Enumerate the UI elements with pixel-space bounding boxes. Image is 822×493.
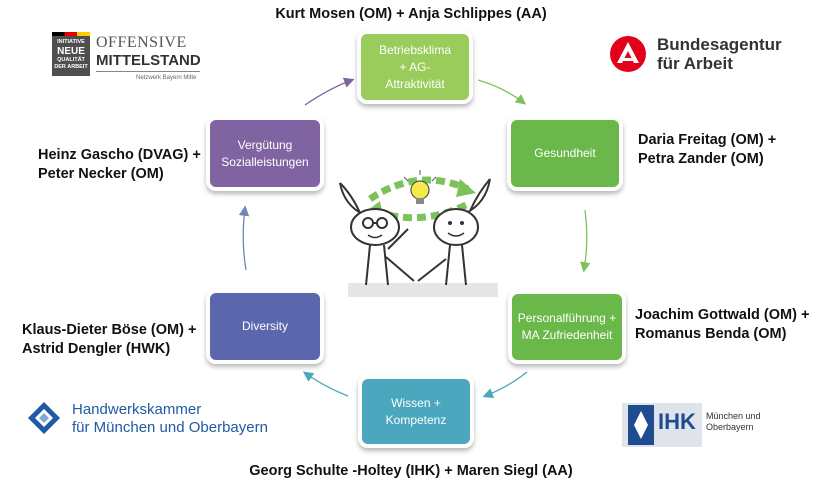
people-right-bottom: Joachim Gottwald (OM) + Romanus Benda (O… [635,306,809,344]
diagram-footer: Georg Schulte -Holtey (IHK) + Maren Sieg… [249,463,573,479]
people-left-bottom-line1: Klaus-Dieter Böse (OM) + [22,322,197,338]
node-gesundheit: Gesundheit [507,116,623,191]
people-left-top: Heinz Gascho (DVAG) + Peter Necker (OM) [38,146,201,184]
ihk-logo-icon [628,405,654,445]
offensive-badge-line4: DER ARBEIT [54,64,88,70]
people-right-top-line1: Daria Freitag (OM) + [638,132,777,148]
node-verguetung: Vergütung Sozialleistungen [206,116,324,191]
node-diversity-label: Diversity [241,319,288,333]
node-diversity: Diversity [206,289,324,364]
ihk-line1: München und [706,411,761,421]
people-right-top-line2: Petra Zander (OM) [638,151,764,167]
node-gesundheit-label: Gesundheit [534,146,596,160]
ihk-line2: Oberbayern [706,422,754,432]
ba-logo-icon [610,36,646,72]
node-betriebsklima-line1: Betriebsklima [378,42,452,57]
ba-line1: Bundesagentur [657,35,782,54]
node-verguetung-line1: Vergütung [237,137,293,152]
center-illustration [339,170,498,297]
people-right-bottom-line1: Joachim Gottwald (OM) + [635,307,810,323]
arrow-wissen-to-diversity [302,371,349,397]
node-betriebsklima: Betriebsklima + AG- Attraktivität [357,30,473,104]
hwk-logo: Handwerkskammer für München und Oberbaye… [28,400,288,442]
ba-line2: für Arbeit [657,54,733,73]
hwk-line2: für München und Oberbayern [72,419,268,436]
offensive-badge-line3: QUALITÄT [57,57,85,63]
ihk-logo: IHK München und Oberbayern [622,403,780,449]
arrow-top-to-gesundheit [477,79,527,105]
hwk-logo-icon [28,402,60,434]
hwk-line1: Handwerkskammer [72,401,202,418]
offensive-underline [96,71,200,72]
node-wissen-line1: Wissen + [391,395,441,410]
people-left-top-line1: Heinz Gascho (DVAG) + [38,147,201,163]
node-verguetung-line2: Sozialleistungen [221,154,309,169]
offensive-badge-line2: NEUE [57,46,85,57]
offensive-line2: MITTELSTAND [96,52,201,69]
ihk-abbr: IHK [658,409,696,434]
node-personalfuehrung: Personalführung + MA Zufriedenheit [508,290,626,364]
node-betriebsklima-line3: Attraktivität [385,76,445,91]
node-wissen: Wissen + Kompetenz [358,375,474,448]
ba-logo: Bundesagentur für Arbeit [610,33,800,75]
people-right-top: Daria Freitag (OM) + Petra Zander (OM) [638,131,776,169]
diagram-title: Kurt Mosen (OM) + Anja Schlippes (AA) [275,6,547,22]
people-left-top-line2: Peter Necker (OM) [38,166,164,182]
offensive-sub: Netzwerk Bayern Mitte [136,75,197,81]
offensive-line1: OFFENSIVE [96,34,187,51]
offensive-badge-line1: INITIATIVE [57,39,85,45]
node-personal-line2: MA Zufriedenheit [521,328,613,342]
node-wissen-line2: Kompetenz [385,412,447,427]
arrow-gesundheit-to-personal [580,209,591,273]
offensive-badge: INITIATIVE NEUE QUALITÄT DER ARBEIT [52,32,90,76]
people-left-bottom-line2: Astrid Dengler (HWK) [22,341,171,357]
node-betriebsklima-line2: + AG- [399,59,431,74]
node-personal-line1: Personalführung + [517,311,617,325]
arrow-personal-to-wissen [482,371,528,398]
arrow-diversity-to-verguetung [238,205,250,271]
offensive-mittelstand-logo: INITIATIVE NEUE QUALITÄT DER ARBEIT OFFE… [52,32,202,90]
arrow-verguetung-to-top [304,77,355,106]
people-right-bottom-line2: Romanus Benda (OM) [635,326,787,342]
people-left-bottom: Klaus-Dieter Böse (OM) + Astrid Dengler … [22,321,196,359]
